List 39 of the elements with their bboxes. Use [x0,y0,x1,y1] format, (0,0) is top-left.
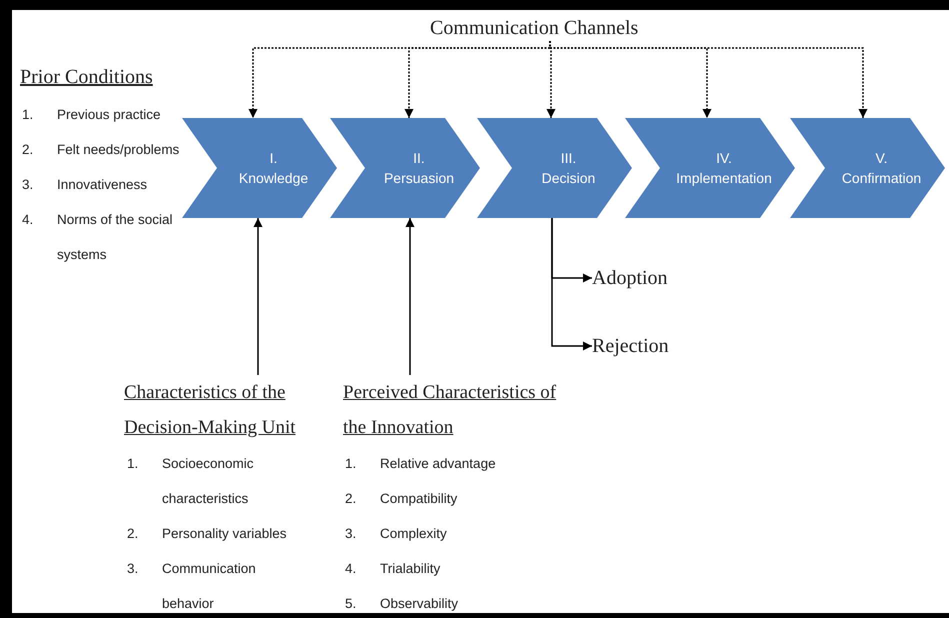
list-item: Trialability [380,560,442,578]
list-item: Relative advantage [380,455,497,473]
list-item: Norms of the social systems [57,211,174,264]
arrow [551,218,592,350]
list-item: Observability [380,595,460,613]
list-number: 2. [345,490,358,508]
arrow [254,218,262,375]
process-step: IV. Implementation [625,118,795,218]
list-item: Communication behavior [162,560,257,613]
process-step: V. Confirmation [790,118,945,218]
section-heading: Prior Conditions [20,65,154,90]
list-item: Felt needs/problems [57,141,180,159]
label-text: Adoption [592,265,676,291]
arrow [406,218,414,375]
heading-text: Perceived Characteristics of the Innovation [343,375,558,445]
label-text: Rejection [592,333,676,359]
list-number: 4. [345,560,358,578]
list-number: 4. [22,211,34,229]
list-number: 3. [127,560,140,578]
process-step: II. Persuasion [330,118,480,218]
list-number: 3. [345,525,358,543]
heading-text: Characteristics of the Decision-Making Unit [124,375,324,445]
list-item: Compatibility [380,490,458,508]
list-item: Previous practice [57,106,162,124]
list-item: Complexity [380,525,448,543]
list-item: Innovativeness [57,176,148,194]
list-number: 2. [22,141,34,159]
process-step: I. Knowledge [182,118,337,218]
list-number: 3. [22,176,34,194]
list-number: 2. [127,525,140,543]
list-number: 1. [345,455,358,473]
label-text: Communication Channels [430,15,670,41]
arrow [549,41,868,118]
process-step: III. Decision [477,118,632,218]
list-number: 1. [127,455,140,473]
list-number: 1. [22,106,34,124]
list-item: Socioeconomic characteristics [162,455,255,508]
list-item: Personality variables [162,525,288,543]
list-number: 5. [345,595,358,613]
